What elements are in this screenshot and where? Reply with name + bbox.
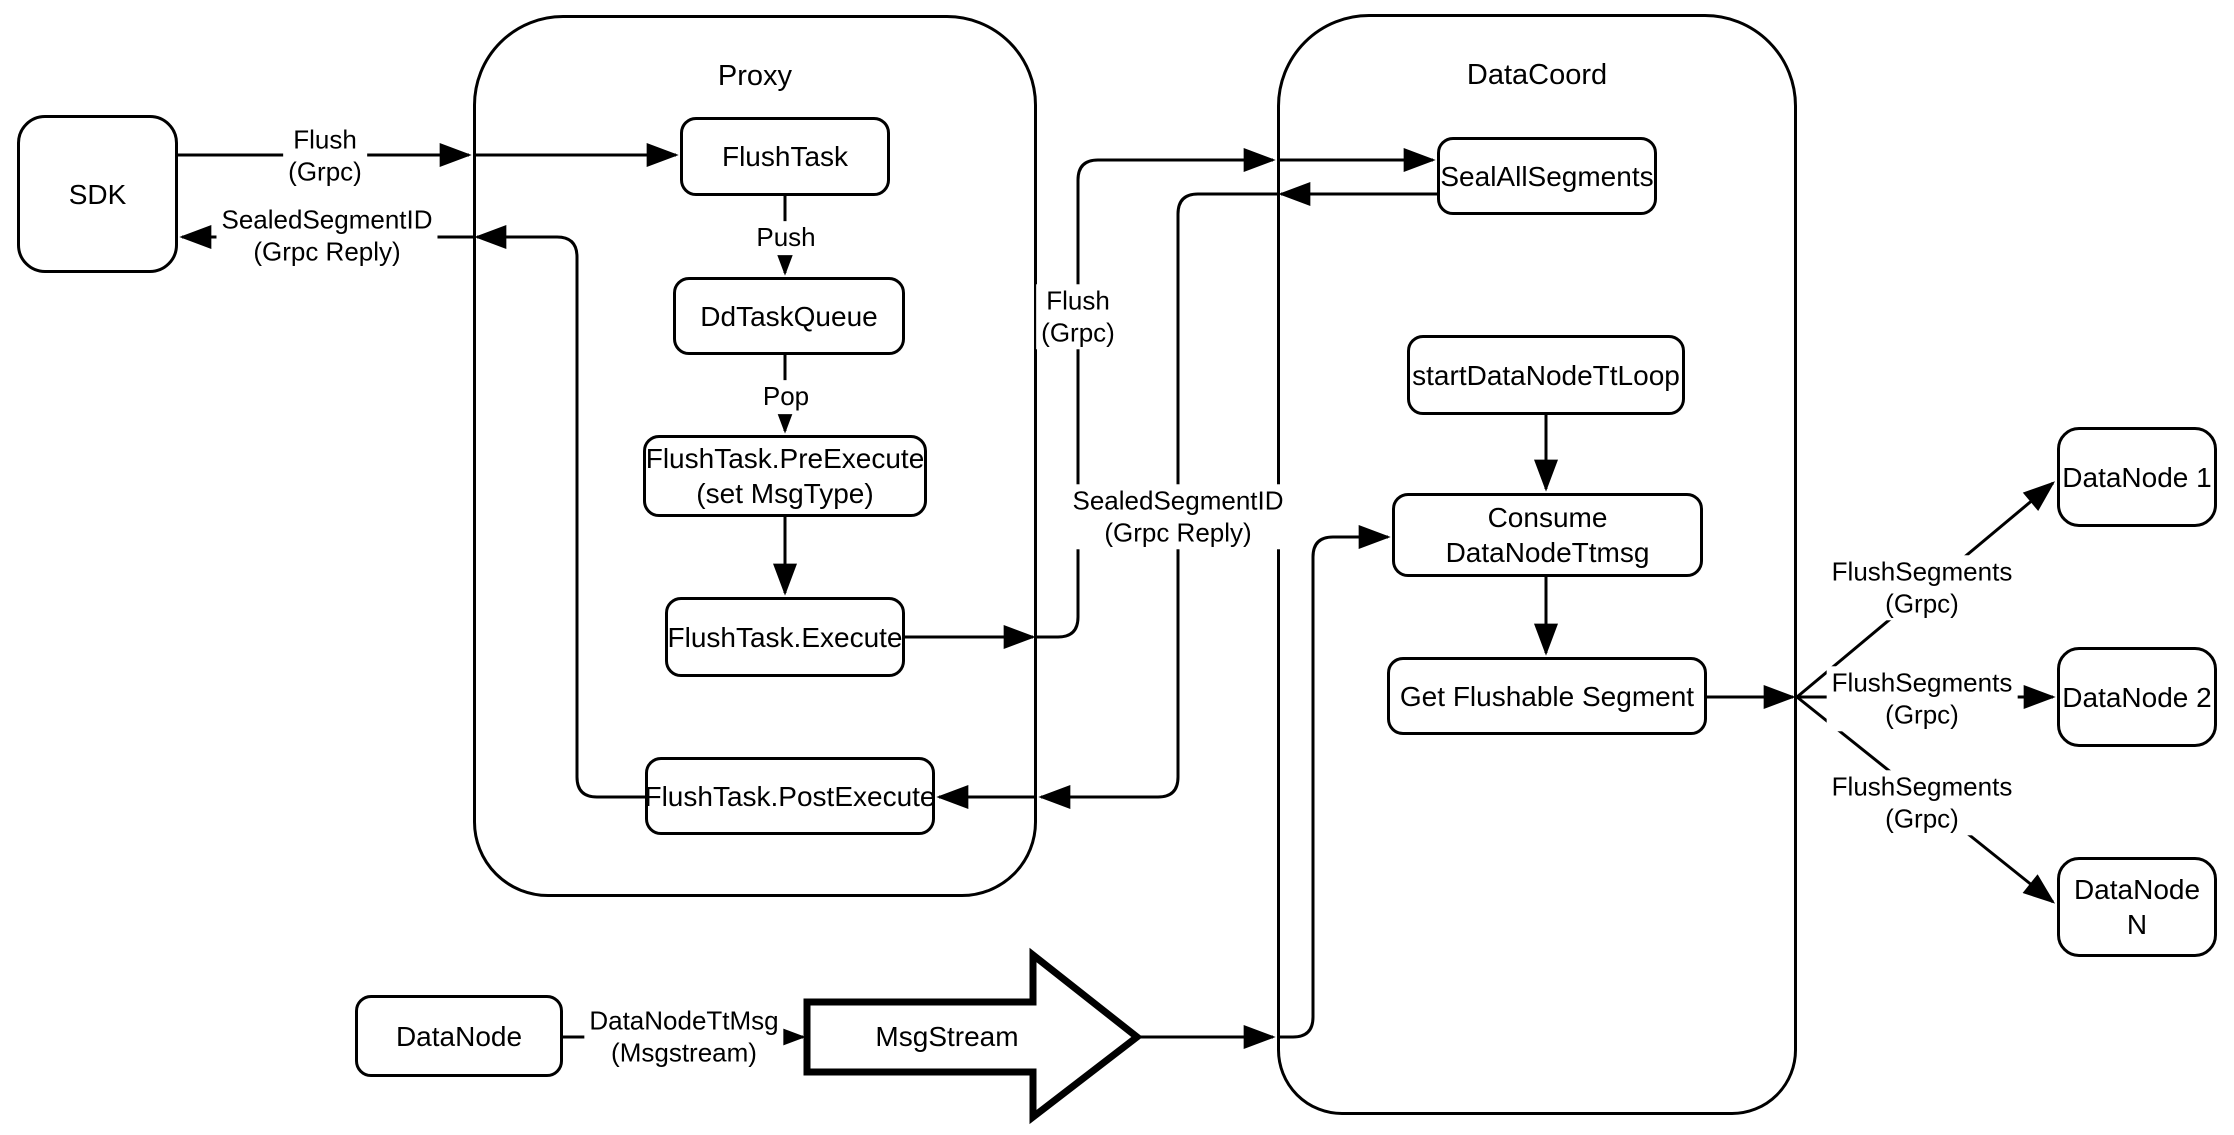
node-postexecute-label: FlushTask.PostExecute bbox=[644, 780, 936, 812]
edge-label-pop: Pop bbox=[757, 380, 815, 414]
datacoord-title: DataCoord bbox=[1466, 59, 1608, 91]
node-execute-label: FlushTask.Execute bbox=[667, 621, 903, 653]
edge-label-sealedsegmentid-sdk: SealedSegmentID (Grpc Reply) bbox=[216, 203, 438, 269]
edge-label-flush-grpc-mid-line1: Flush bbox=[1046, 285, 1110, 316]
edge-label-datanodettmsg: DataNodeTtMsg (Msgstream) bbox=[584, 1004, 784, 1070]
node-datanode-1[interactable]: DataNode 1 bbox=[2057, 427, 2217, 527]
edge-label-flushsegments-1-line1: FlushSegments bbox=[1831, 556, 2013, 587]
node-consumedatanodettmsg-label: Consume DataNodeTtmsg bbox=[1445, 502, 1650, 568]
edge-label-flushsegments-3-line1: FlushSegments bbox=[1831, 771, 2013, 802]
edge-label-sealedsegmentid-mid-line1: SealedSegmentID bbox=[1072, 485, 1284, 516]
node-execute[interactable]: FlushTask.Execute bbox=[665, 597, 905, 677]
node-datanode-n-label: DataNode N bbox=[2073, 874, 2201, 940]
node-startdatanodettloop[interactable]: startDataNodeTtLoop bbox=[1407, 335, 1685, 415]
node-sdk-label: SDK bbox=[68, 178, 127, 210]
edge-execute-to-datacoord-edge bbox=[1037, 148, 1276, 639]
edge-label-sealedsegmentid-sdk-line1: SealedSegmentID bbox=[221, 204, 433, 235]
node-startdatanodettloop-label: startDataNodeTtLoop bbox=[1412, 359, 1680, 391]
node-sdk[interactable]: SDK bbox=[17, 115, 178, 273]
edge-label-flushsegments-2: FlushSegments (Grpc) bbox=[1826, 666, 2018, 732]
edge-label-flush-sdk-line1: Flush bbox=[293, 124, 357, 155]
edge-label-flushsegments-2-line2: (Grpc) bbox=[1885, 699, 1959, 729]
edge-label-sealedsegmentid-sdk-line2: (Grpc Reply) bbox=[253, 236, 401, 266]
edge-label-push-text: Push bbox=[756, 222, 816, 253]
edge-label-flushsegments-1: FlushSegments (Grpc) bbox=[1826, 555, 2018, 621]
node-preexecute-label-line2: (set MsgType) bbox=[696, 478, 874, 509]
edge-label-sealedsegmentid-mid: SealedSegmentID (Grpc Reply) bbox=[1067, 484, 1289, 550]
node-consumedatanodettmsg[interactable]: Consume DataNodeTtmsg bbox=[1392, 493, 1703, 577]
node-sealallsegments-label: SealAllSegments bbox=[1440, 160, 1654, 192]
node-ddtaskqueue-label: DdTaskQueue bbox=[700, 300, 878, 332]
edge-label-flushsegments-3: FlushSegments (Grpc) bbox=[1826, 770, 2018, 836]
edge-label-flushsegments-3-line2: (Grpc) bbox=[1885, 803, 1959, 833]
edge-label-flush-grpc-mid-line2: (Grpc) bbox=[1041, 317, 1115, 347]
node-preexecute[interactable]: FlushTask.PreExecute (set MsgType) bbox=[643, 435, 927, 517]
edge-label-flush-sdk: Flush (Grpc) bbox=[283, 123, 367, 189]
edge-label-datanodettmsg-line2: (Msgstream) bbox=[611, 1037, 757, 1067]
node-datanode-n[interactable]: DataNode N bbox=[2057, 857, 2217, 957]
node-flushtask-label: FlushTask bbox=[721, 141, 849, 172]
node-ddtaskqueue[interactable]: DdTaskQueue bbox=[673, 277, 905, 355]
edge-label-flushsegments-1-line2: (Grpc) bbox=[1885, 588, 1959, 618]
edge-label-flushsegments-2-line1: FlushSegments bbox=[1831, 667, 2013, 698]
msgstream-label-text: MsgStream bbox=[875, 1021, 1019, 1052]
node-datanode-source[interactable]: DataNode bbox=[355, 995, 563, 1077]
edge-label-push: Push bbox=[751, 221, 821, 255]
node-datanode-1-label: DataNode 1 bbox=[2062, 461, 2212, 493]
node-flushtask[interactable]: FlushTask bbox=[680, 117, 890, 196]
edge-label-sealedsegmentid-mid-line2: (Grpc Reply) bbox=[1104, 517, 1252, 547]
node-sealallsegments[interactable]: SealAllSegments bbox=[1437, 137, 1657, 215]
node-preexecute-label-line1: FlushTask.PreExecute bbox=[645, 443, 925, 474]
edge-label-datanodettmsg-line1: DataNodeTtMsg bbox=[589, 1005, 779, 1036]
edge-label-flush-grpc-mid: Flush (Grpc) bbox=[1036, 284, 1120, 350]
proxy-container[interactable]: Proxy bbox=[473, 15, 1037, 897]
node-getflushablesegment[interactable]: Get Flushable Segment bbox=[1387, 657, 1707, 735]
proxy-title: Proxy bbox=[717, 60, 793, 92]
node-getflushablesegment-label: Get Flushable Segment bbox=[1399, 680, 1695, 712]
msgstream-shape-label: MsgStream bbox=[807, 1002, 1087, 1072]
node-datanode-2-label: DataNode 2 bbox=[2062, 681, 2212, 713]
datacoord-container[interactable]: DataCoord bbox=[1277, 14, 1797, 1115]
edge-label-pop-text: Pop bbox=[762, 381, 810, 412]
node-datanode-2[interactable]: DataNode 2 bbox=[2057, 647, 2217, 747]
edge-label-flush-sdk-line2: (Grpc) bbox=[288, 156, 362, 186]
node-datanode-source-label: DataNode bbox=[395, 1020, 523, 1052]
node-postexecute[interactable]: FlushTask.PostExecute bbox=[644, 757, 936, 835]
